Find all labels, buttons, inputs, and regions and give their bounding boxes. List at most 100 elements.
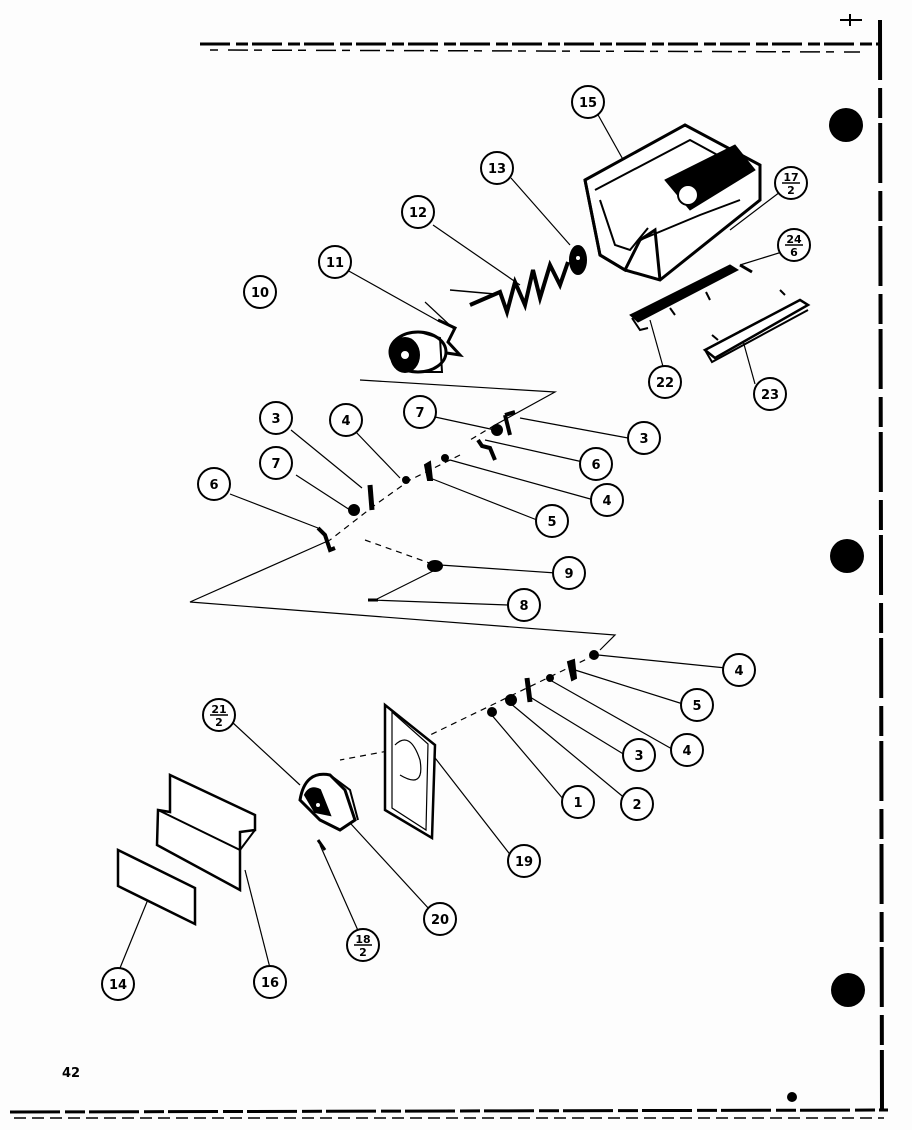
- panel-part-14: [116, 847, 197, 927]
- callout-number: 9: [564, 567, 573, 582]
- callout-number: 2: [215, 716, 223, 729]
- callout-number: 20: [431, 913, 449, 928]
- callout-number: 17: [783, 171, 798, 184]
- callout-c11: 11: [318, 245, 352, 279]
- callout-circle: [480, 151, 514, 185]
- callout-circle: [648, 365, 682, 399]
- arm-part-6-mid: [316, 526, 336, 553]
- callout-circle: [329, 403, 363, 437]
- bracket-part-3-lower: [524, 677, 533, 703]
- callout-number: 4: [682, 744, 691, 759]
- callout-number: 18: [355, 933, 370, 946]
- callout-c9: 9: [552, 556, 586, 590]
- punch-hole-middle: [830, 539, 864, 573]
- lever-part-5-upper: [423, 460, 434, 481]
- callout-circle: [259, 446, 293, 480]
- callout-number: 4: [734, 664, 743, 679]
- page-number: 42: [62, 1066, 81, 1081]
- callout-number: 2: [632, 798, 641, 813]
- gasket-plate-part-19: [383, 702, 437, 841]
- bracket-part-3-mid: [367, 484, 375, 511]
- callout-number: 2: [359, 946, 367, 959]
- callout-number: 16: [261, 976, 279, 991]
- callout-c16: 16: [253, 965, 287, 999]
- callout-number: 1: [573, 796, 582, 811]
- callout-circle: [507, 588, 541, 622]
- washer-part-7-upper: [491, 424, 503, 436]
- auger-spring-part-12: [469, 259, 570, 319]
- arm-part-6-upper: [476, 438, 497, 461]
- callout-circle: [753, 377, 787, 411]
- nut-part-4-lower: [589, 650, 599, 660]
- callout-circle: [579, 447, 613, 481]
- callout-c7a: 7: [403, 395, 437, 429]
- callout-number: 14: [109, 978, 127, 993]
- callout-c13: 13: [480, 151, 514, 185]
- motor-part-10: [388, 330, 448, 374]
- callout-circle: [403, 395, 437, 429]
- callout-number: 13: [488, 162, 506, 177]
- screw-part-18: [316, 839, 327, 851]
- callout-c4b: 4: [590, 483, 624, 517]
- nut-part-4-lower-b: [546, 674, 554, 682]
- callout-c10: 10: [243, 275, 277, 309]
- callout-c18: 182: [346, 928, 380, 962]
- callout-c7b: 7: [259, 446, 293, 480]
- callout-circle: [552, 556, 586, 590]
- callout-c12: 12: [401, 195, 435, 229]
- callout-number: 4: [341, 414, 350, 429]
- callout-circle: [101, 967, 135, 1001]
- callout-number: 4: [602, 494, 611, 509]
- callout-c23: 23: [753, 377, 787, 411]
- callout-circle: [680, 688, 714, 722]
- punch-hole-bottom: [831, 973, 865, 1007]
- callout-c4d: 4: [670, 733, 704, 767]
- callout-c2: 2: [620, 787, 654, 821]
- callout-c21: 212: [202, 698, 236, 732]
- callout-number: 6: [790, 246, 798, 259]
- callout-circle: [253, 965, 287, 999]
- callout-circle: [197, 467, 231, 501]
- bracket-part-3-upper: [503, 410, 516, 436]
- clip-part-11: [437, 318, 464, 358]
- callout-c5b: 5: [680, 688, 714, 722]
- callout-circle: [423, 902, 457, 936]
- callout-number: 6: [209, 478, 218, 493]
- auger-hub-part-13: [569, 245, 587, 275]
- callout-number: 23: [761, 388, 779, 403]
- callout-number: 7: [271, 457, 280, 472]
- part-drawings: [116, 123, 811, 927]
- callout-circle: [561, 785, 595, 819]
- callout-circle: [259, 401, 293, 435]
- callout-c24: 246: [777, 228, 811, 262]
- callout-c17: 172: [774, 166, 808, 200]
- callout-circle: [722, 653, 756, 687]
- callout-number: 3: [639, 432, 648, 447]
- callout-circle: [622, 738, 656, 772]
- callout-circle: [535, 504, 569, 538]
- callout-c1: 1: [561, 785, 595, 819]
- callout-number: 15: [579, 96, 597, 111]
- callout-c6a: 6: [197, 467, 231, 501]
- callout-c4a: 4: [329, 403, 363, 437]
- callout-c19: 19: [507, 844, 541, 878]
- callout-number: 19: [515, 855, 533, 870]
- callout-circle: [318, 245, 352, 279]
- punch-hole-top: [829, 108, 863, 142]
- callout-circle: [627, 421, 661, 455]
- washer-part-1: [487, 707, 497, 717]
- callout-number: 6: [591, 458, 600, 473]
- callout-number: 5: [692, 699, 701, 714]
- callout-number: 3: [271, 412, 280, 427]
- callout-c4c: 4: [722, 653, 756, 687]
- callout-c22: 22: [648, 365, 682, 399]
- callout-circle: [571, 85, 605, 119]
- spacer-part-2: [505, 694, 517, 706]
- callout-circle: [401, 195, 435, 229]
- callout-number: 7: [415, 406, 424, 421]
- callout-number: 3: [634, 749, 643, 764]
- callout-number: 21: [211, 703, 226, 716]
- callout-c14: 14: [101, 967, 135, 1001]
